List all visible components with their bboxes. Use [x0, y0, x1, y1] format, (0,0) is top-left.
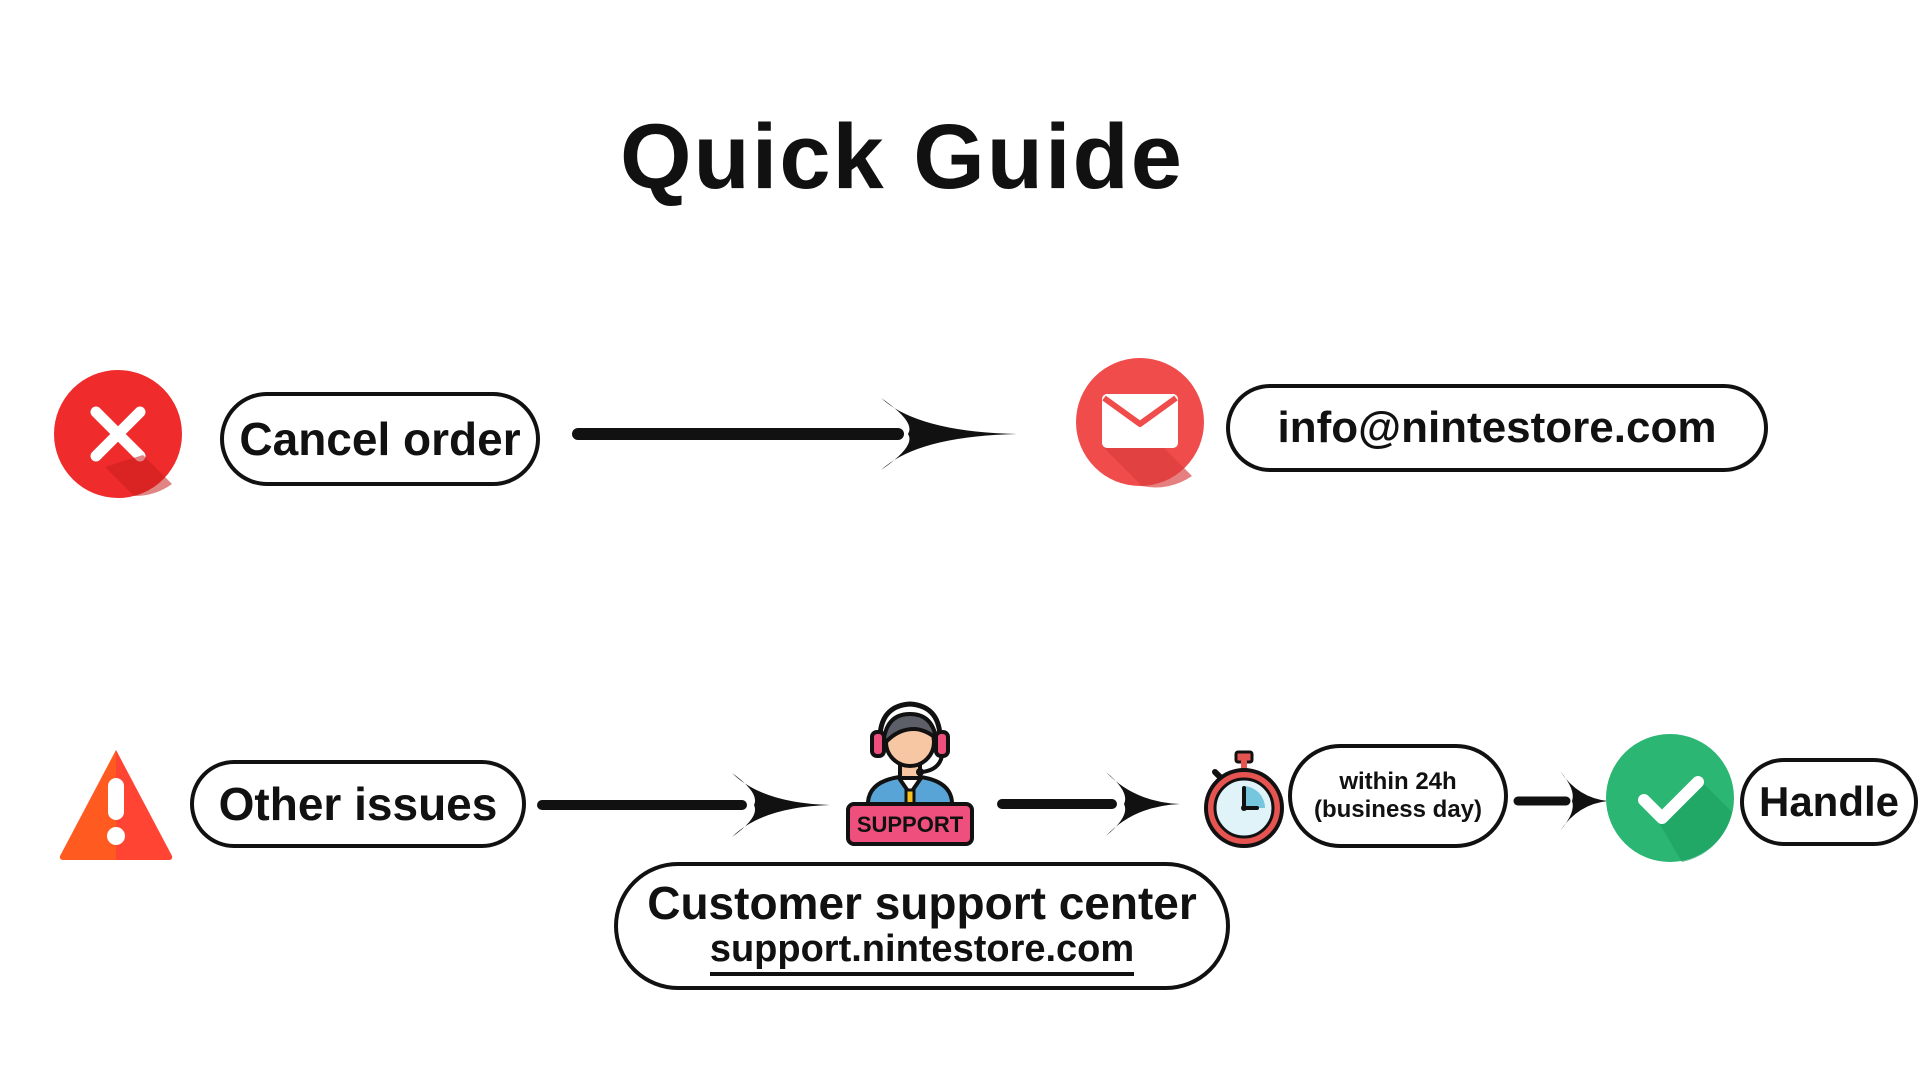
other-issues-label: Other issues	[190, 760, 526, 848]
customer-support-center-title: Customer support center	[647, 877, 1197, 929]
warning-icon	[59, 750, 173, 860]
cancel-flow-arrow	[572, 398, 1018, 470]
page-title: Quick Guide	[620, 106, 1184, 208]
support-url-link[interactable]: support.nintestore.com	[709, 930, 1135, 976]
mail-icon	[1076, 358, 1204, 488]
support-agent-icon: SUPPORT	[846, 701, 974, 846]
support-flow-arrow-1	[537, 773, 830, 837]
support-badge-text: SUPPORT	[857, 812, 964, 837]
support-flow-arrow-2	[997, 772, 1180, 836]
processing-time-label: within 24h (business day)	[1288, 744, 1508, 848]
handle-label: Handle	[1740, 758, 1918, 846]
email-label: info@nintestore.com	[1226, 384, 1768, 472]
cancel-order-label: Cancel order	[220, 392, 540, 486]
x-circle-icon	[54, 370, 182, 498]
stopwatch-icon	[1204, 750, 1284, 848]
check-circle-icon	[1606, 734, 1734, 862]
handle-flow-arrow	[1513, 771, 1608, 831]
customer-support-center-box: Customer support center support.nintesto…	[614, 862, 1230, 990]
